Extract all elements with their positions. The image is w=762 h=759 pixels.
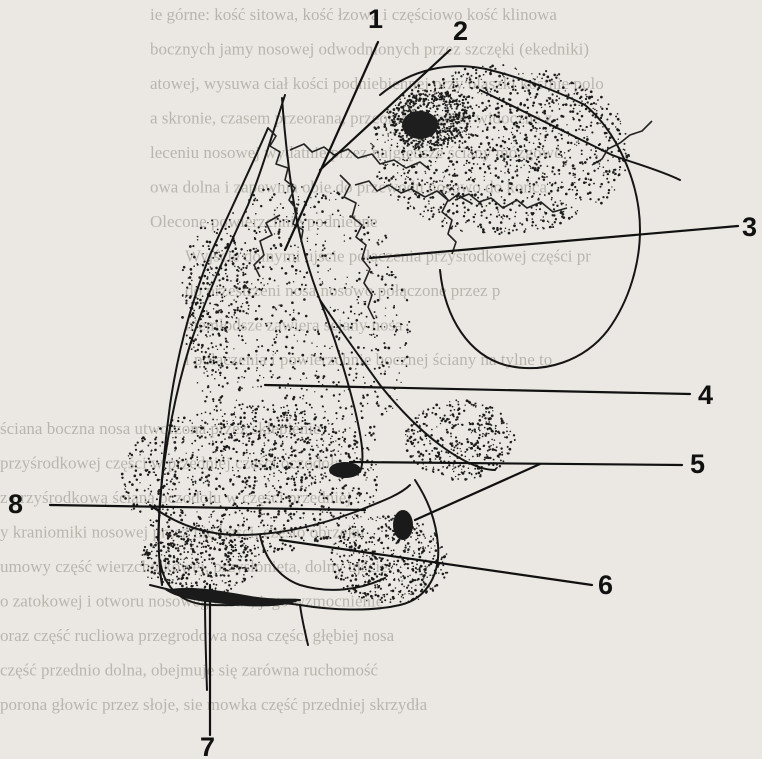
label-5: 5 <box>690 449 705 479</box>
background-printed-text: ie górne: kość sitowa, kość łzowa i częś… <box>0 5 604 714</box>
label-4: 4 <box>698 380 713 410</box>
background-text-line: ie górne: kość sitowa, kość łzowa i częś… <box>150 5 557 24</box>
background-text-line: Olecone powierzchnie podniebne <box>150 212 378 231</box>
background-text-line: a skronie, czasem przeorana, przeorane c… <box>150 109 553 128</box>
background-text-line: porona głowic przez słoje, sie mowka czę… <box>0 695 428 714</box>
label-3: 3 <box>742 212 757 242</box>
background-text-line: umowy część wierzchołkowej, przysłonięta… <box>0 557 388 576</box>
background-text-line: oraz część rucliowa przegrodowa nosa czę… <box>0 626 395 645</box>
label-8: 8 <box>8 489 23 519</box>
leader-4 <box>265 385 690 394</box>
label-1: 1 <box>368 4 383 34</box>
background-text-line: bocznych jamy nosowej odwodnionych przez… <box>150 40 589 59</box>
leader-5a <box>350 462 682 465</box>
label-6: 6 <box>598 570 613 600</box>
background-text-line: część przednio dolna, obejmuje się zarów… <box>0 661 379 680</box>
label-2: 2 <box>453 16 468 46</box>
background-text-line: do przestrzeni nosa nosowo połączone prz… <box>185 281 500 300</box>
background-text-line: i połączenia i powierzchnie bocznej ścia… <box>185 350 552 369</box>
label-7: 7 <box>200 732 215 759</box>
